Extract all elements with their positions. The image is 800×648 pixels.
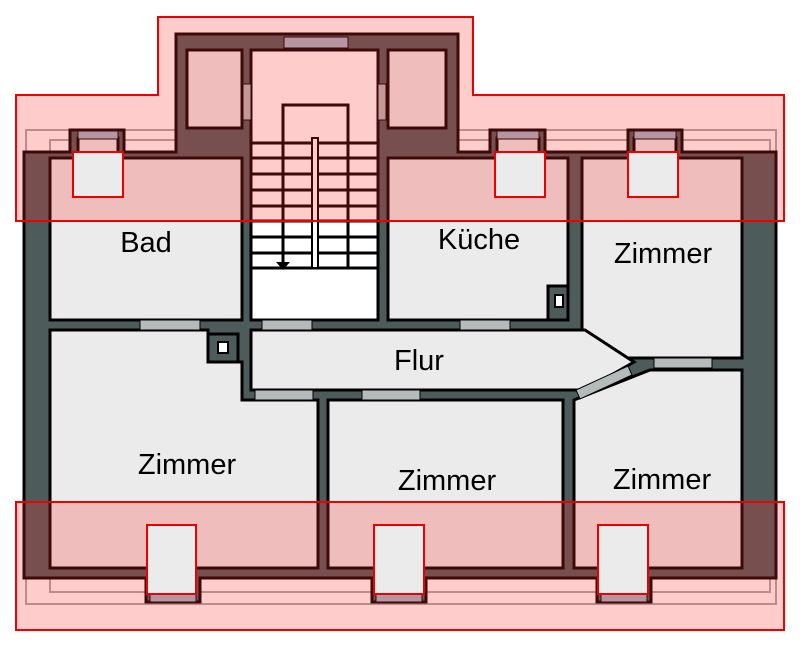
- door[interactable]: [459, 319, 511, 331]
- label-bad: Bad: [120, 227, 172, 259]
- label-kueche: Küche: [438, 224, 520, 256]
- highlight-window: [146, 524, 197, 595]
- window: [77, 130, 119, 140]
- room-zimmer-middle[interactable]: [326, 398, 565, 570]
- door[interactable]: [653, 357, 713, 369]
- label-zimmer-middle: Zimmer: [398, 465, 497, 497]
- highlight-window: [373, 524, 425, 595]
- label-flur: Flur: [394, 345, 444, 377]
- highlight-top: [15, 16, 785, 222]
- door[interactable]: [261, 319, 313, 331]
- door[interactable]: [242, 83, 252, 121]
- window: [496, 130, 540, 140]
- door[interactable]: [254, 389, 314, 401]
- highlight-window: [627, 151, 679, 198]
- window-stair: [283, 36, 349, 49]
- highlight-window: [597, 524, 649, 595]
- room-zimmer-right[interactable]: [572, 368, 744, 570]
- door[interactable]: [139, 319, 201, 331]
- stair-arrow-icon: [276, 262, 290, 270]
- highlight-window: [494, 151, 546, 198]
- label-zimmer-right: Zimmer: [613, 464, 712, 496]
- stairs: [251, 103, 378, 270]
- door[interactable]: [361, 389, 421, 401]
- window: [633, 130, 677, 140]
- highlight-window: [72, 151, 124, 198]
- closet-right: [386, 48, 448, 130]
- chimney-flue: [217, 341, 229, 354]
- label-zimmer-left: Zimmer: [138, 449, 237, 481]
- door[interactable]: [575, 365, 633, 400]
- label-zimmer-top-right: Zimmer: [614, 238, 713, 270]
- closet-left: [185, 48, 244, 130]
- door[interactable]: [377, 83, 387, 121]
- chimney-flue: [554, 294, 564, 308]
